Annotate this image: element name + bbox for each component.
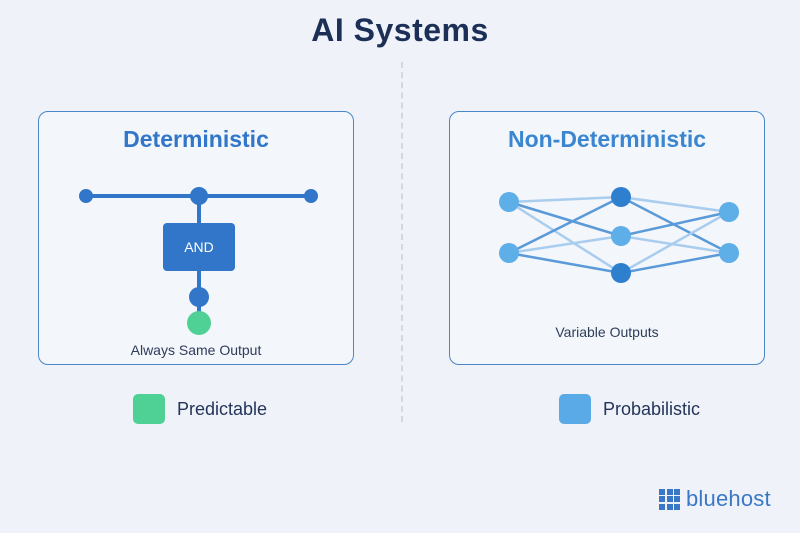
edge	[508, 234, 622, 255]
bluehost-grid-icon	[659, 488, 680, 510]
deterministic-title: Deterministic	[123, 126, 269, 152]
output-node	[719, 243, 739, 263]
edge	[620, 195, 730, 214]
input-node	[499, 192, 519, 212]
edge	[620, 251, 730, 275]
blue-square-icon	[559, 394, 591, 424]
edge	[508, 200, 622, 238]
network-edges	[508, 195, 730, 275]
green-square-icon	[133, 394, 165, 424]
bluehost-logo: bluehost	[659, 486, 771, 512]
and-gate	[163, 223, 235, 271]
input-node-right	[304, 189, 318, 203]
hidden-node	[611, 187, 631, 207]
brand-name: bluehost	[686, 486, 771, 511]
center-divider	[401, 62, 403, 422]
non-deterministic-caption: Variable Outputs	[555, 324, 659, 340]
deterministic-caption: Always Same Output	[130, 342, 262, 358]
deterministic-panel: Deterministic AND Always Same Output	[38, 111, 354, 365]
edge	[508, 195, 622, 255]
edge	[508, 195, 622, 204]
and-gate-label: AND	[184, 239, 214, 255]
non-deterministic-panel: Non-Deterministic Variable Outputs	[449, 111, 765, 365]
input-node-center	[190, 187, 208, 205]
legend-label: Probabilistic	[603, 398, 701, 419]
output-node	[187, 311, 211, 335]
input-node-left	[79, 189, 93, 203]
input-node	[499, 243, 519, 263]
legend-probabilistic: Probabilistic	[559, 394, 700, 424]
deterministic-diagram: AND	[79, 187, 318, 335]
non-deterministic-title: Non-Deterministic	[507, 126, 707, 152]
legend-predictable: Predictable	[133, 394, 267, 424]
hidden-node	[611, 226, 631, 246]
legend-label: Predictable	[177, 398, 268, 419]
gate-output-node	[189, 287, 209, 307]
hidden-node	[611, 263, 631, 283]
neural-network-diagram	[499, 187, 739, 283]
page-title: AI Systems	[311, 12, 489, 48]
edge	[620, 210, 730, 275]
edge	[620, 234, 730, 255]
output-node	[719, 202, 739, 222]
edge	[508, 251, 622, 275]
edge	[620, 210, 730, 238]
edge	[508, 200, 622, 275]
